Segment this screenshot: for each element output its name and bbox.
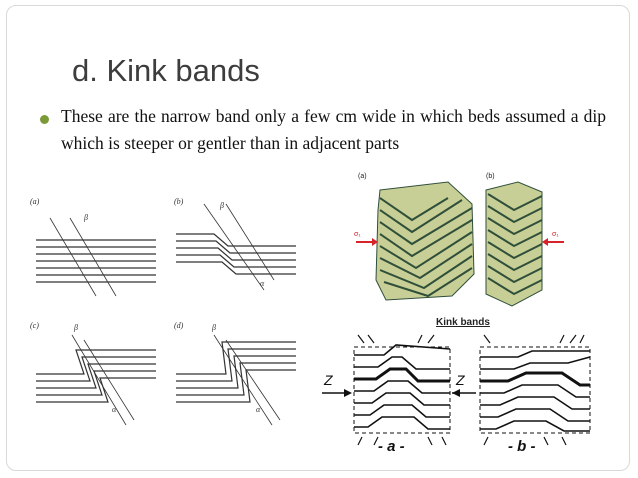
panel-a-beta: β: [83, 213, 88, 222]
sketch-label-a: - a -: [378, 438, 405, 453]
z-arrow-left: [322, 389, 352, 397]
bullet-text: These are the narrow band only a few cm …: [61, 106, 606, 153]
z-arrow-center: [452, 389, 476, 397]
stress-arrow-right: [542, 238, 564, 246]
stress-arrow-left: [356, 238, 378, 246]
sketch-label-b: - b -: [508, 438, 536, 453]
panel-d-beta: β: [211, 323, 216, 332]
figure-left-kink-diagrams: (a) β (b) β α: [30, 197, 296, 426]
panel-b: (b) β α: [174, 197, 296, 291]
panel-c-label: (c): [30, 321, 39, 330]
panel-b-alpha: α: [260, 279, 265, 288]
top-panel-b-label: (b): [486, 173, 495, 180]
panel-a: (a) β: [30, 197, 156, 297]
panel-c: (c) β α: [30, 321, 156, 426]
bullet-dot: [40, 115, 49, 124]
panel-d: (d) β α: [174, 321, 296, 426]
panel-b-beta: β: [219, 201, 224, 210]
kink-bands-caption: Kink bands: [436, 317, 490, 328]
kink-block-b: [485, 181, 543, 307]
z-label-left: Z: [323, 372, 333, 388]
kink-block-a: [375, 181, 475, 301]
panel-a-label: (a): [30, 197, 40, 206]
figure-top-right-kink-bands: (a) (b): [354, 173, 564, 307]
top-panel-a-label: (a): [358, 173, 367, 180]
z-label-center: Z: [455, 372, 465, 388]
sketch-block-b: [479, 334, 591, 446]
panel-d-alpha: α: [256, 405, 261, 414]
slide-frame: [6, 5, 630, 471]
panel-b-label: (b): [174, 197, 184, 206]
panel-c-alpha: α: [112, 405, 117, 414]
panel-d-label: (d): [174, 321, 184, 330]
figure-bottom-right-sketch: Z Z - a - - b -: [322, 334, 591, 453]
stress-label-left: σ₁: [354, 231, 361, 238]
stress-label-right: σ₁: [552, 231, 559, 238]
panel-c-beta: β: [73, 323, 78, 332]
slide-title: d. Kink bands: [72, 53, 260, 88]
sketch-block-a: [353, 334, 451, 446]
